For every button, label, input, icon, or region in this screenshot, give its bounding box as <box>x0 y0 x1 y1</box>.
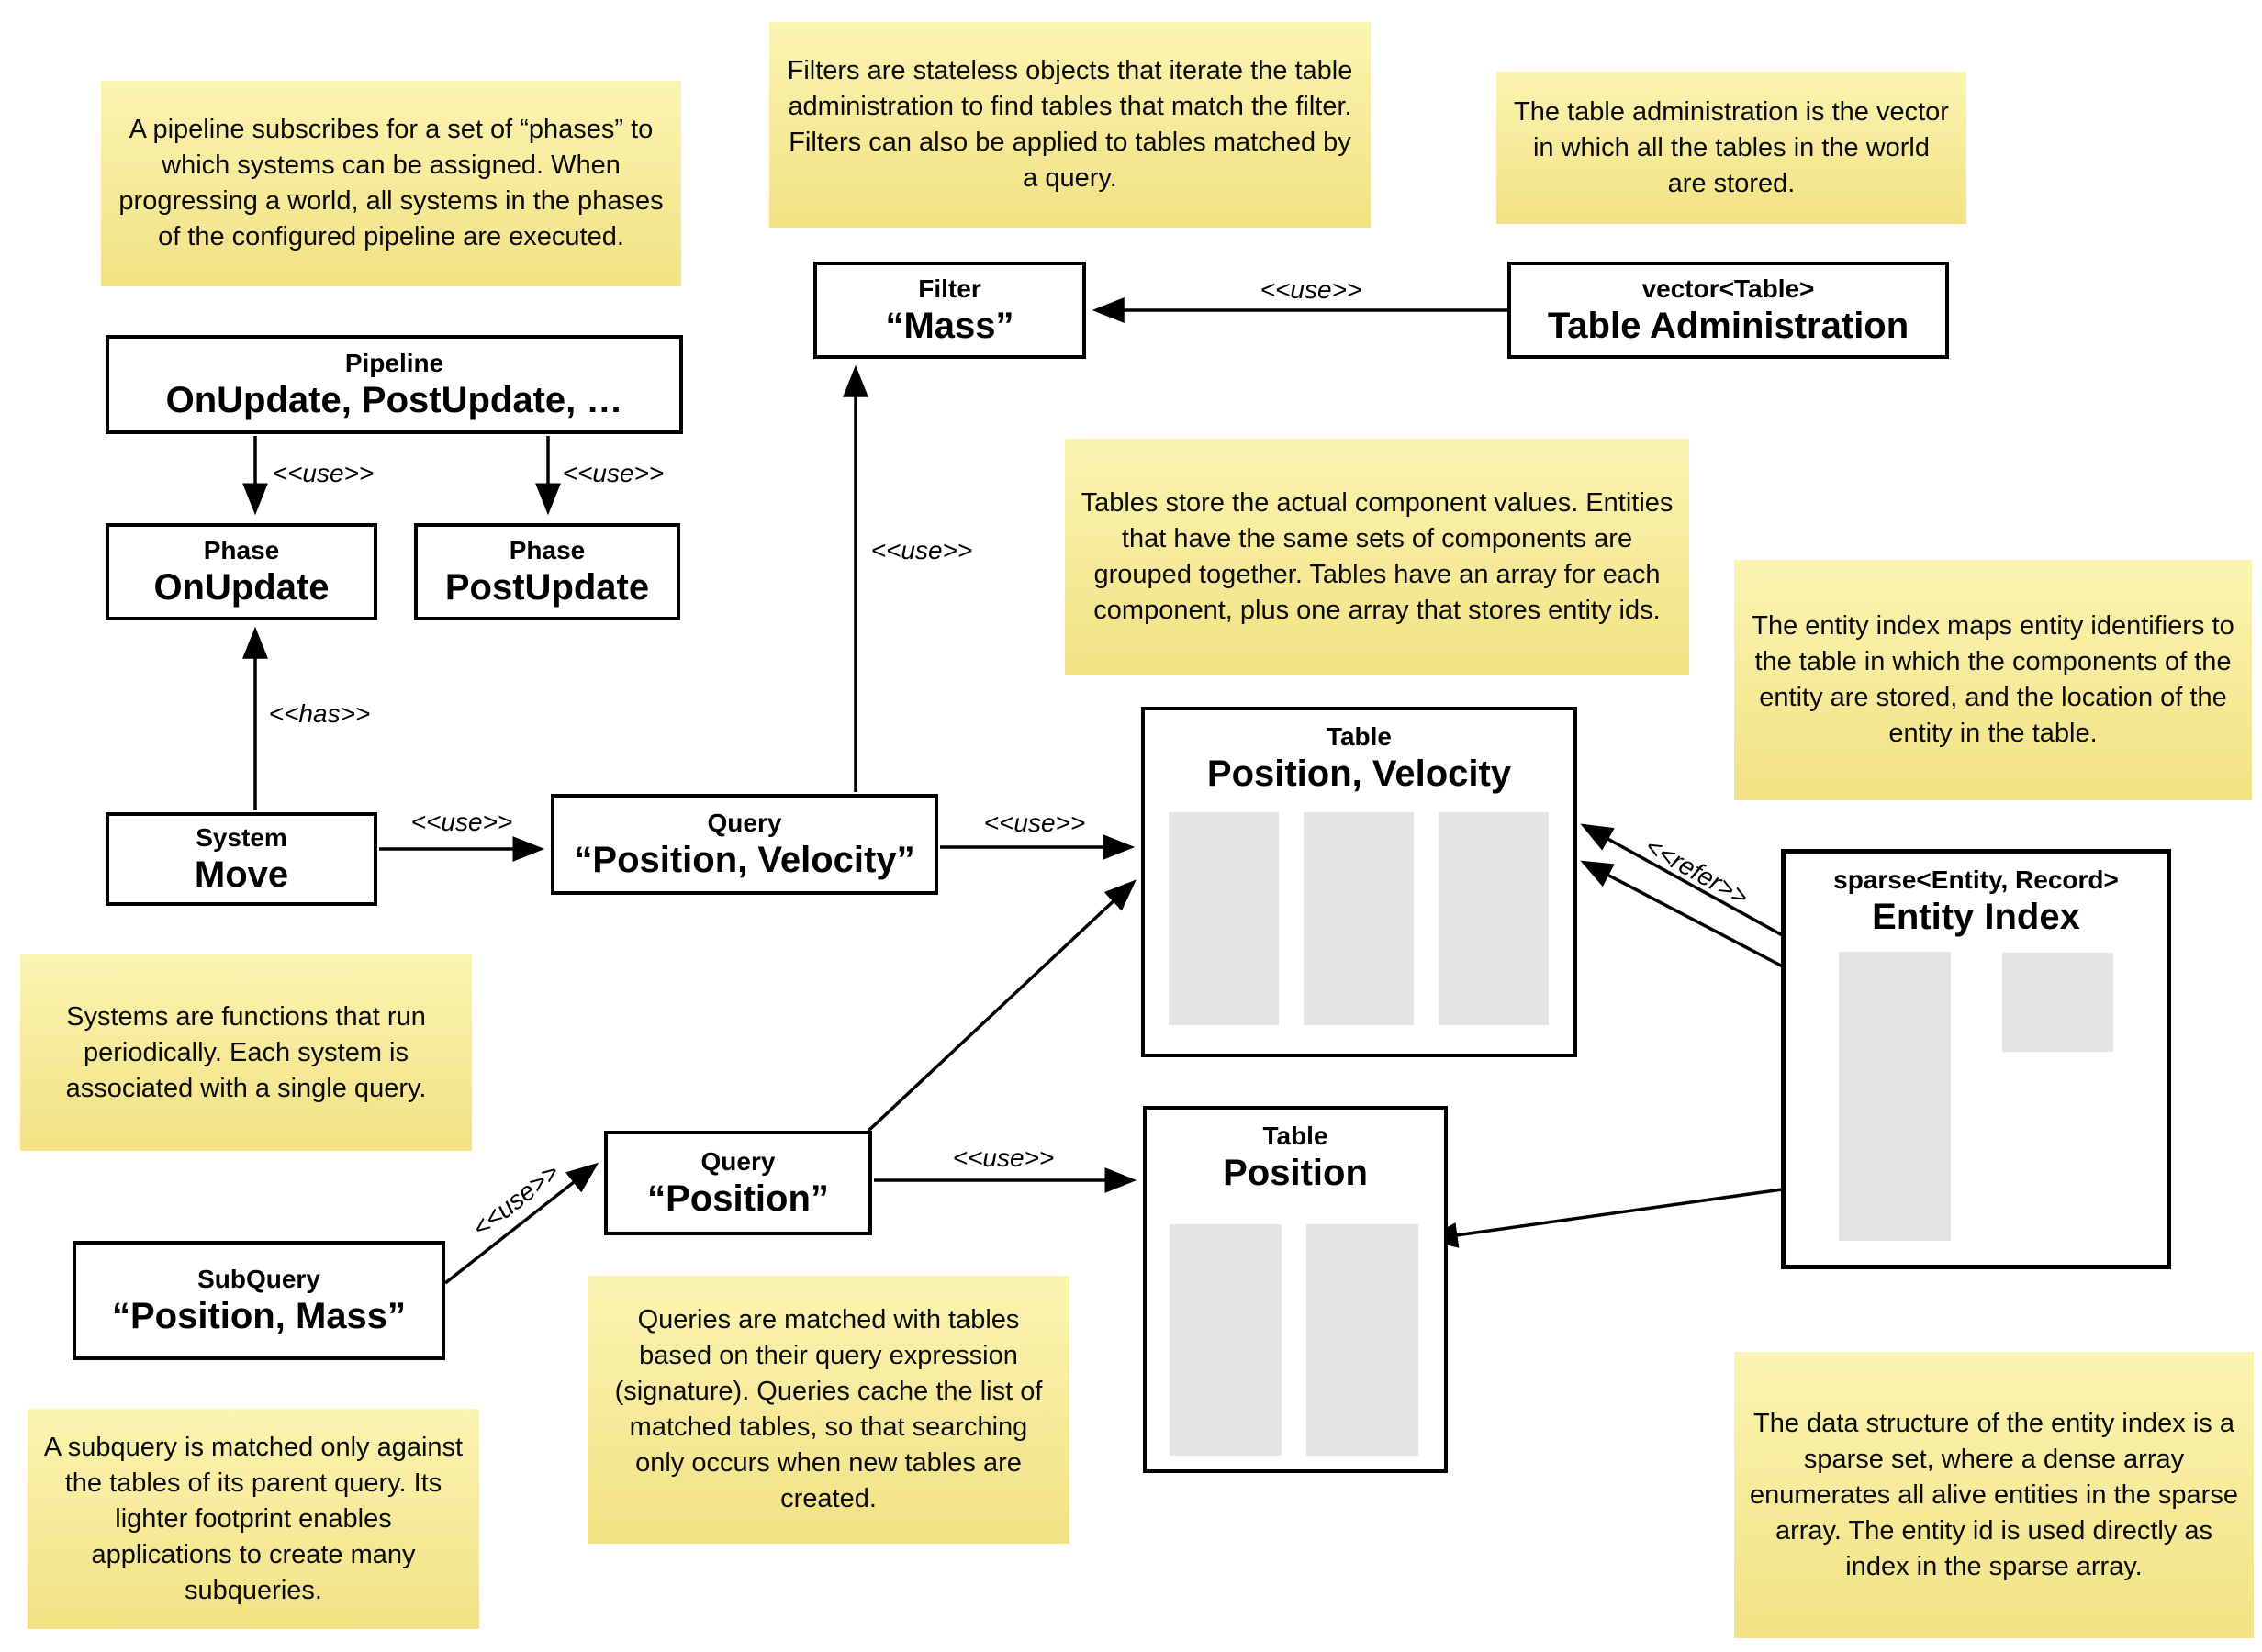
box-subquery-position-mass-stereotype: SubQuery <box>197 1265 320 1293</box>
note-queries: Queries are matched with tables based on… <box>588 1276 1069 1544</box>
edge-label-use: <<use>> <box>562 459 665 487</box>
box-entity-index-stereotype: sparse<Entity, Record> <box>1833 865 2119 894</box>
box-entity-index: sparse<Entity, Record> Entity Index <box>1781 849 2171 1269</box>
box-system-move: System Move <box>106 812 377 906</box>
box-phase-postupdate-name: PostUpdate <box>444 567 650 608</box>
box-entity-index-name: Entity Index <box>1872 897 2080 937</box>
box-phase-postupdate: Phase PostUpdate <box>414 523 680 620</box>
box-subquery-position-mass-name: “Position, Mass” <box>111 1296 407 1336</box>
box-system-move-name: Move <box>194 854 289 895</box>
note-pipeline: A pipeline subscribes for a set of “phas… <box>101 81 681 286</box>
box-filter-mass: Filter “Mass” <box>813 262 1086 359</box>
box-table-position-name: Position <box>1223 1153 1368 1193</box>
note-filters: Filters are stateless objects that itera… <box>769 22 1371 228</box>
dense-array-block <box>2002 953 2113 1052</box>
box-table-position-stereotype: Table <box>1262 1122 1328 1150</box>
note-systems: Systems are functions that run periodica… <box>20 954 472 1151</box>
component-array-column <box>1306 1224 1418 1456</box>
box-table-position-velocity-title: Table Position, Velocity <box>1207 721 1511 795</box>
box-table-administration-name: Table Administration <box>1547 306 1909 346</box>
box-query-position-velocity-stereotype: Query <box>707 809 782 837</box>
note-subquery: A subquery is matched only against the t… <box>28 1409 479 1629</box>
box-table-position-velocity-name: Position, Velocity <box>1206 753 1512 794</box>
box-table-position: Table Position <box>1143 1106 1448 1473</box>
box-phase-onupdate: Phase OnUpdate <box>106 523 377 620</box>
box-query-position-velocity: Query “Position, Velocity” <box>551 794 938 895</box>
box-pipeline-name: OnUpdate, PostUpdate, … <box>165 380 623 420</box>
arrow-queryp-to-tablepv <box>867 879 1137 1133</box>
box-query-position-velocity-name: “Position, Velocity” <box>574 840 915 880</box>
box-system-move-stereotype: System <box>196 823 287 852</box>
edge-label-use: <<use>> <box>952 1144 1055 1172</box>
arrow-subquery-use-queryp <box>443 1162 599 1285</box>
box-filter-mass-name: “Mass” <box>885 306 1014 346</box>
box-query-position-name: “Position” <box>647 1178 829 1219</box>
note-table-administration: The table administration is the vector i… <box>1496 72 1966 224</box>
box-query-position-stereotype: Query <box>700 1147 776 1176</box>
edge-label-use: <<use>> <box>410 808 513 836</box>
box-table-position-title: Table Position <box>1223 1121 1368 1194</box>
arrow-entityindex-to-tablep <box>1425 1179 1842 1248</box>
box-phase-onupdate-stereotype: Phase <box>203 536 280 564</box>
box-table-position-velocity-stereotype: Table <box>1326 722 1393 751</box>
note-entity-index: The entity index maps entity identifiers… <box>1734 560 2252 800</box>
edge-label-use: <<use>> <box>272 459 375 487</box>
box-pipeline: Pipeline OnUpdate, PostUpdate, … <box>106 335 683 434</box>
box-table-administration: vector<Table> Table Administration <box>1507 262 1949 359</box>
component-array-column <box>1304 812 1414 1025</box>
box-table-position-velocity: Table Position, Velocity <box>1141 707 1577 1057</box>
box-table-administration-stereotype: vector<Table> <box>1641 274 1815 303</box>
component-array-column <box>1170 1224 1282 1456</box>
box-query-position: Query “Position” <box>604 1131 872 1235</box>
edge-label-has: <<has>> <box>268 699 371 728</box>
edge-label-use: <<use>> <box>1260 275 1362 304</box>
box-filter-mass-stereotype: Filter <box>918 274 981 303</box>
component-array-column <box>1169 812 1279 1025</box>
note-tables: Tables store the actual component values… <box>1065 439 1689 675</box>
sparse-array-column <box>1839 952 1951 1241</box>
edge-label-use: <<use>> <box>983 809 1086 837</box>
note-sparse-set: The data structure of the entity index i… <box>1734 1352 2254 1638</box>
box-entity-index-title: sparse<Entity, Record> Entity Index <box>1833 865 2119 938</box>
edge-label-use: <<use>> <box>870 536 973 564</box>
box-subquery-position-mass: SubQuery “Position, Mass” <box>73 1241 445 1360</box>
component-array-column <box>1439 812 1549 1025</box>
box-phase-onupdate-name: OnUpdate <box>153 567 330 608</box>
box-pipeline-stereotype: Pipeline <box>344 349 444 377</box>
box-phase-postupdate-stereotype: Phase <box>509 536 586 564</box>
